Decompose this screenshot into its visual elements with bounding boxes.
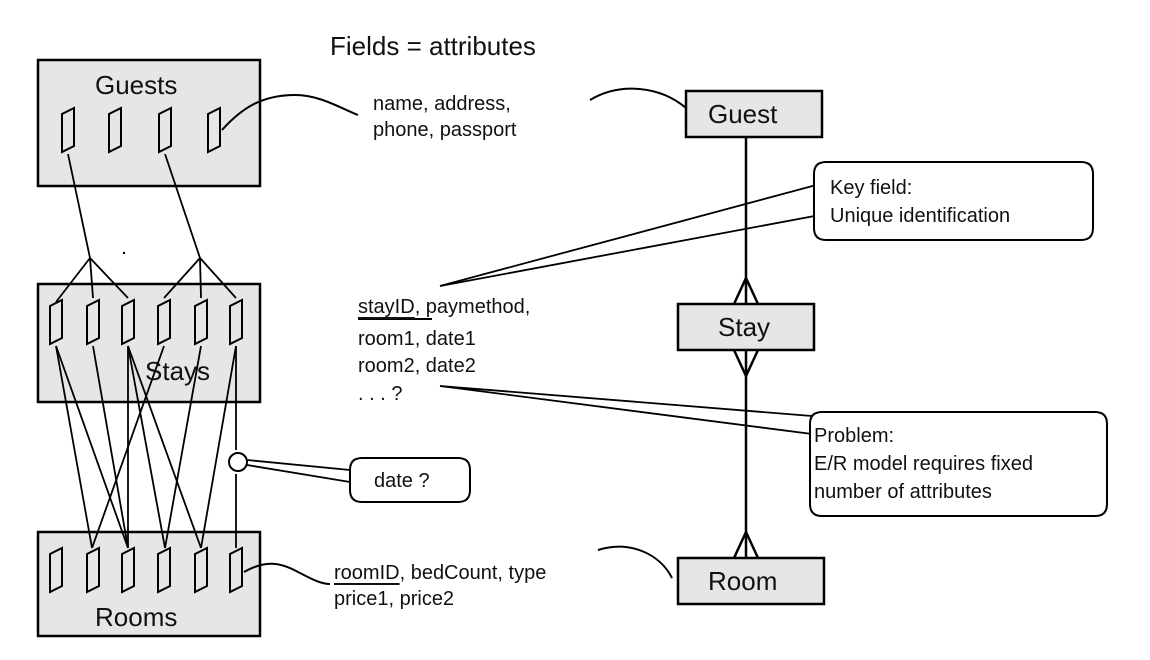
room-attributes-line2: price1, price2 [334, 588, 455, 610]
record-icon [49, 298, 63, 346]
record-icon [157, 546, 171, 594]
guest-attributes-line1: name, address, [373, 93, 511, 115]
key-field-callout-line2: Unique identification [830, 205, 1011, 227]
record-icon [157, 298, 171, 346]
stay-record-icons [49, 298, 243, 346]
stay-entity-box [676, 302, 816, 352]
record-icon [194, 546, 208, 594]
record-icon [86, 546, 100, 594]
stay-entity-label: Stay [718, 312, 771, 342]
date-attribute-circle [228, 452, 248, 472]
key-field-callout-bubble [813, 161, 1094, 241]
stay-key-field: stayID [358, 296, 415, 318]
record-icon [108, 106, 122, 154]
record-icon [61, 106, 75, 154]
problem-callout-line1: Problem: [814, 425, 895, 447]
stay-attributes-line2: room1, date1 [358, 328, 476, 350]
room-attributes-line1: roomID, bedCount, type [334, 563, 546, 583]
record-icon [229, 546, 243, 594]
problem-callout-line2: E/R model requires fixed [814, 453, 1033, 475]
record-icon [207, 106, 221, 154]
room-entity-box [676, 556, 826, 606]
record-icon [229, 298, 243, 346]
er-relationship-lines [732, 137, 760, 559]
stay-attributes-line1: stayID, paymethod, [358, 297, 530, 317]
stray-dot [122, 251, 126, 255]
room-key-field: roomID [334, 562, 400, 584]
guest-stay-links [55, 153, 237, 303]
problem-callout-line3: number of attributes [814, 481, 992, 503]
guest-entity-label: Guest [708, 99, 778, 129]
stays-table-label: Stays [145, 356, 211, 386]
record-icon [86, 298, 100, 346]
guest-attributes-line2: phone, passport [373, 119, 517, 141]
problem-callout-bubble [809, 411, 1108, 517]
record-icon [194, 298, 208, 346]
stay-room-links [55, 345, 237, 549]
room-entity-label: Room [708, 566, 778, 596]
rooms-table-label: Rooms [95, 602, 178, 632]
guests-table-label: Guests [95, 70, 178, 100]
rooms-table-box [36, 530, 262, 638]
connector-curves [221, 87, 687, 585]
date-callout-label: date ? [374, 470, 430, 492]
record-icon [121, 298, 135, 346]
record-icon [158, 106, 172, 154]
key-field-callout-line1: Key field: [830, 177, 913, 199]
record-icon [121, 546, 135, 594]
callout-pointers [439, 183, 837, 435]
guest-record-icons [61, 106, 221, 154]
record-icon [49, 546, 63, 594]
stay-attributes-line3: room2, date2 [358, 355, 476, 377]
room-record-icons [49, 546, 243, 594]
date-callout-bubble [349, 457, 471, 503]
guest-entity-box [684, 89, 824, 139]
room-attributes-rest: , bedCount, type [399, 562, 547, 584]
stay-attributes-line4: . . . ? [358, 383, 403, 405]
stays-table-box [36, 282, 262, 404]
page-title: Fields = attributes [330, 31, 536, 61]
stay-attributes-rest: , paymethod, [414, 296, 531, 318]
date-pointer [246, 459, 351, 483]
